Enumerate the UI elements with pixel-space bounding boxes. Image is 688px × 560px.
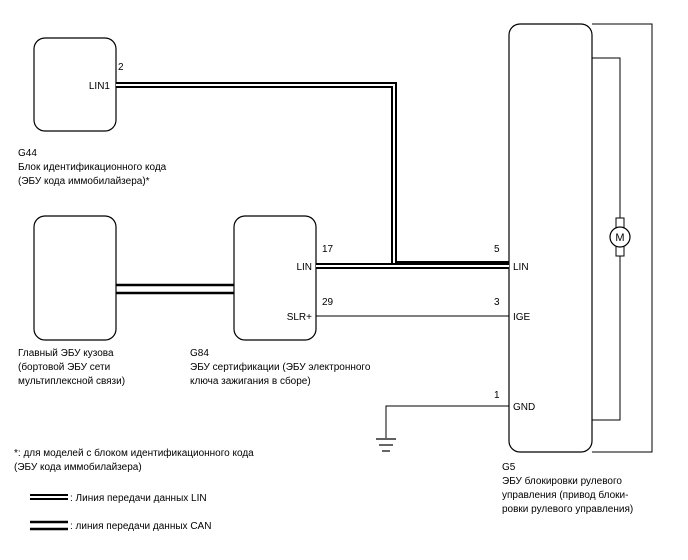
- g84-lin-pin-label: LIN: [296, 262, 312, 273]
- g5-ige-pin-number: 3: [494, 297, 500, 308]
- g84-slr-pin-label: SLR+: [287, 312, 312, 323]
- g84-name: ЭБУ сертификации (ЭБУ электронного: [190, 361, 371, 373]
- g44-name-2: (ЭБУ кода иммобилайзера)*: [18, 175, 150, 187]
- g5-outer-frame: [592, 23, 653, 453]
- g44-name: Блок идентификационного кода: [18, 161, 167, 173]
- g84-ecu-box: [233, 215, 317, 341]
- main-body-name-2: (бортовой ЭБУ сети: [18, 361, 110, 373]
- main-body-name-3: мультиплексной связи): [18, 376, 125, 387]
- g5-name-3: ровки рулевого управления): [502, 504, 633, 515]
- footnote-line-1: *: для моделей с блоком идентификационно…: [14, 447, 254, 459]
- g44-pin-number: 2: [118, 62, 124, 73]
- g5-ige-pin-label: IGE: [513, 312, 531, 323]
- main-body-ecu-box: [33, 215, 117, 341]
- legend-can-text: : линия передачи данных CAN: [70, 521, 211, 532]
- can-wire-main-to-g84: [116, 283, 234, 295]
- main-body-name: Главный ЭБУ кузова: [18, 348, 114, 359]
- g44-pin-label: LIN1: [89, 81, 111, 92]
- legend-lin-text: : Линия передачи данных LIN: [70, 493, 207, 504]
- g44-code: G44: [18, 148, 37, 159]
- motor-symbol: M: [615, 232, 624, 244]
- g5-ecu-box: [508, 23, 593, 453]
- motor-icon: M: [609, 217, 631, 257]
- g5-lin-pin-label: LIN: [513, 262, 529, 273]
- g5-code: G5: [502, 462, 516, 473]
- g5-name: ЭБУ блокировки рулевого: [502, 475, 622, 487]
- g5-gnd-pin-label: GND: [513, 402, 535, 413]
- g84-name-2: ключа зажигания в сборе): [190, 375, 311, 387]
- g5-lin-pin-number: 5: [494, 244, 500, 255]
- g5-name-2: управления (привод блоки-: [502, 489, 628, 501]
- g5-gnd-pin-number: 1: [494, 390, 500, 401]
- footnote-line-2: (ЭБУ кода иммобилайзера): [14, 461, 142, 473]
- g84-code: G84: [190, 348, 209, 359]
- ground-icon: [376, 438, 396, 452]
- g84-slr-pin-number: 29: [322, 297, 334, 308]
- gnd-wire: [385, 405, 509, 438]
- legend-can-swatch: [30, 520, 68, 531]
- g84-lin-pin-number: 17: [322, 244, 334, 255]
